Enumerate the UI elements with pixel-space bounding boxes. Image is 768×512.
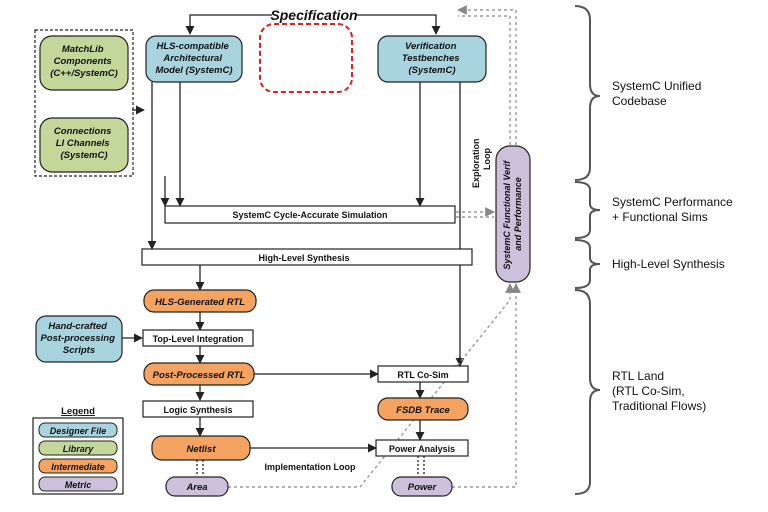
verif-tb-box [377, 35, 487, 83]
stage-unified-line-1: SystemC Unified [612, 79, 701, 93]
func-verif-label: SystemC Functional Verif and Performance [502, 158, 523, 269]
stage-brackets [574, 5, 601, 495]
area-label: Area [185, 482, 207, 493]
cycle-sim-label: SystemC Cycle-Accurate Simulation [232, 210, 387, 220]
spec-to-model-arrow [185, 14, 272, 35]
netlist-box [151, 435, 251, 461]
handcrafted-box [35, 315, 123, 363]
stage-perf-label: SystemC Performance + Functional Sims [612, 195, 736, 224]
legend-metric-swatch [38, 476, 118, 492]
exploration-loop-label: Exploration Loop [471, 136, 492, 188]
connections-line-1: Connections [54, 126, 112, 137]
bracket-rtl [574, 289, 601, 495]
matchlib-box [39, 35, 129, 91]
power-box [391, 476, 453, 497]
feedback-loops [228, 5, 521, 488]
post-rtl-box [143, 362, 255, 386]
area-box [165, 476, 229, 497]
power-analysis-label: Power Analysis [389, 444, 455, 454]
power-to-verif-line [452, 283, 521, 488]
hls-bar-label: High-Level Synthesis [258, 253, 349, 263]
connections-label: Connections LI Channels (SystemC) [54, 126, 114, 161]
fsdb-label: FSDB Trace [396, 405, 450, 416]
stage-hls-line-1: High-Level Synthesis [612, 257, 725, 271]
spec-title: Specification [270, 7, 357, 23]
legend-designer-label: Designer File [50, 426, 107, 436]
matchlib-line-1: MatchLib [62, 44, 104, 55]
legend-title: Legend [61, 406, 95, 417]
stage-hls-label: High-Level Synthesis [612, 257, 725, 271]
stage-perf-line-1: SystemC Performance [612, 195, 733, 209]
netlist-label: Netlist [186, 444, 216, 455]
logic-synth-box [142, 400, 254, 418]
handcrafted-line-1: Hand-crafted [48, 321, 107, 332]
func-verif-line-2: and Performance [513, 177, 523, 251]
top-integ-box [142, 329, 254, 347]
stage-perf-line-2: + Functional Sims [612, 210, 708, 224]
logic-synth-label: Logic Synthesis [163, 405, 232, 415]
hls-model-line-1: HLS-compatible [157, 41, 230, 52]
post-rtl-label: Post-Processed RTL [153, 370, 246, 381]
legend-designer-swatch [38, 422, 118, 438]
matchlib-line-2: Components [54, 56, 112, 67]
legend-frame [32, 417, 124, 495]
stage-rtl-line-2: (RTL Co-Sim, [612, 384, 685, 398]
exploration-line-1: Exploration [471, 138, 481, 188]
legend: Legend Designer File Library Intermediat… [32, 406, 124, 495]
hls-model-label: HLS-compatible Architectural Model (Syst… [155, 41, 232, 76]
verif-tb-line-1: Verification [405, 41, 457, 52]
handcrafted-label: Hand-crafted Post-processing Scripts [40, 321, 117, 356]
library-group [34, 29, 134, 177]
hls-model-line-2: Architectural [162, 53, 222, 64]
fsdb-box [377, 397, 469, 421]
stage-unified-line-2: Codebase [612, 94, 667, 108]
func-verif-line-1: SystemC Functional Verif [502, 160, 512, 270]
legend-intermediate-label: Intermediate [51, 462, 105, 472]
hls-model-box [145, 35, 243, 83]
exploration-loop-line-2 [458, 15, 511, 145]
stage-rtl-line-1: RTL Land [612, 369, 664, 383]
hls-rtl-box [143, 289, 257, 313]
hls-rtl-label: HLS-Generated RTL [155, 297, 245, 308]
bracket-hls [574, 239, 601, 289]
implementation-loop-line [228, 283, 515, 488]
tb-to-rtlcosim-arrow [454, 82, 461, 367]
legend-intermediate-swatch [38, 458, 118, 474]
power-label: Power [408, 482, 438, 493]
matchlib-label: MatchLib Components (C++/SystemC) [50, 44, 118, 79]
handcrafted-line-3: Scripts [63, 345, 95, 356]
stage-rtl-line-3: Traditional Flows) [612, 399, 706, 413]
spec-placeholder-box [259, 23, 353, 93]
verif-tb-label: Verification Testbenches (SystemC) [402, 41, 462, 76]
func-verif-box [495, 145, 531, 283]
cycle-sim-bar [164, 205, 456, 224]
power-analysis-box [375, 439, 469, 457]
matchlib-line-3: (C++/SystemC) [50, 68, 118, 79]
exploration-loop-line [457, 5, 517, 145]
connections-box [39, 117, 129, 173]
connections-line-3: (SystemC) [61, 150, 108, 161]
implementation-loop-label: Implementation Loop [265, 462, 357, 472]
hls-model-line-3: Model (SystemC) [155, 65, 232, 76]
spec-to-testbench-arrow [356, 14, 441, 35]
handcrafted-line-2: Post-processing [40, 333, 115, 344]
stage-rtl-label: RTL Land (RTL Co-Sim, Traditional Flows) [612, 369, 706, 413]
top-integ-label: Top-Level Integration [153, 334, 244, 344]
legend-library-swatch [38, 440, 118, 456]
hls-bar [141, 248, 473, 266]
bracket-unified [574, 5, 601, 181]
legend-library-label: Library [63, 444, 95, 454]
verif-tb-line-3: (SystemC) [409, 65, 456, 76]
rtl-cosim-label: RTL Co-Sim [397, 370, 448, 380]
legend-metric-label: Metric [65, 480, 92, 490]
bracket-perf [574, 181, 601, 239]
rtl-cosim-box [377, 365, 469, 383]
verif-tb-line-2: Testbenches [402, 53, 460, 64]
exploration-line-2: Loop [482, 148, 492, 170]
stage-unified-label: SystemC Unified Codebase [612, 79, 705, 108]
connections-line-2: LI Channels [56, 138, 110, 149]
